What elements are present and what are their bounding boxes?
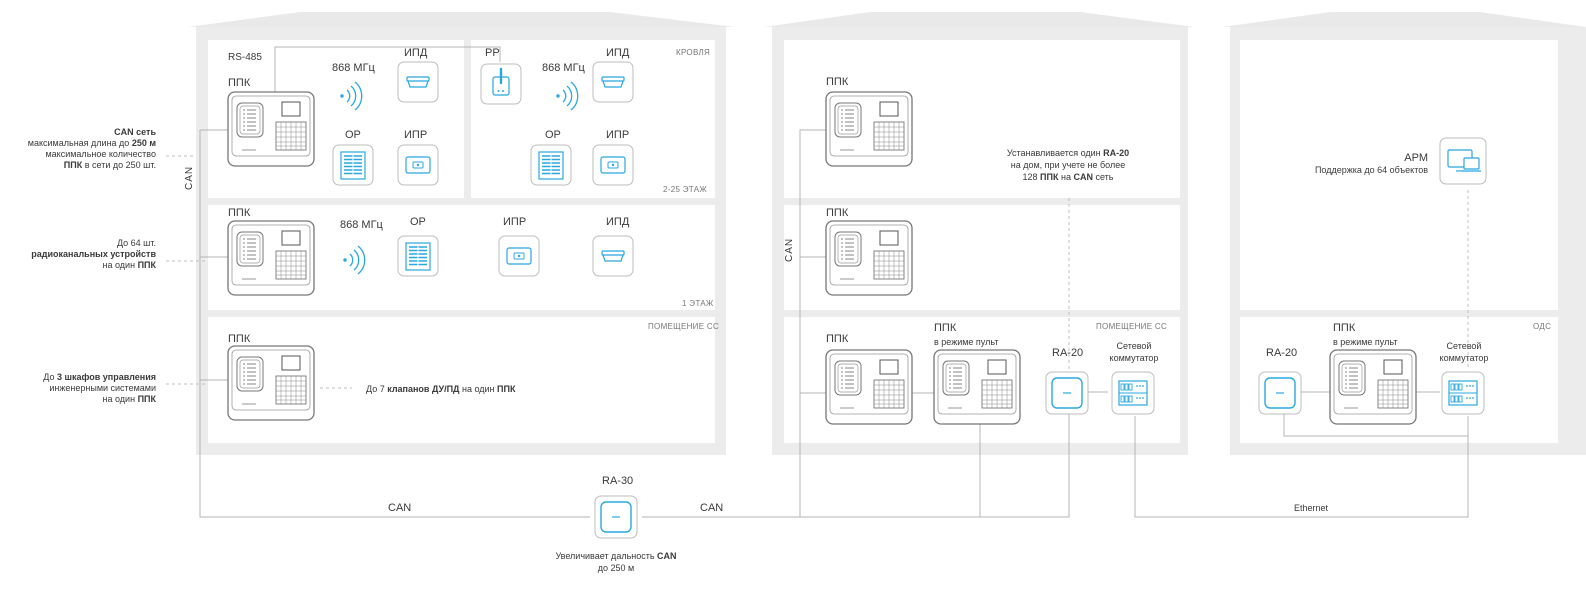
rr-icon — [480, 63, 522, 105]
freq-label: 868 МГц — [542, 62, 585, 74]
or-icon — [397, 235, 439, 277]
or-icon — [530, 144, 572, 186]
ppk-console-label: в режиме пульт — [934, 337, 999, 347]
ipd-label: ИПД — [606, 47, 630, 59]
can-vertical-label: CAN — [184, 165, 195, 190]
ppk-device-b2-top — [825, 91, 913, 167]
ipr-icon — [592, 144, 634, 186]
network-switch-b3 — [1441, 371, 1485, 415]
ipd-icon — [592, 61, 634, 103]
zone-room: ПОМЕЩЕНИЕ СС — [648, 322, 720, 331]
ra20-install-note: Устанавливается один RA-20 на дом, при у… — [1006, 148, 1130, 182]
apm-label: АРМ — [1404, 152, 1428, 164]
zone-floors: 2-25 ЭТАЖ — [663, 185, 708, 194]
or-label: ОР — [410, 216, 426, 228]
ppk-label: ППК — [228, 333, 251, 345]
zone-ods: ОДС — [1533, 322, 1552, 331]
ppk-label: ППК — [826, 333, 849, 345]
ra20-device-b2 — [1045, 371, 1089, 415]
ppk-device-room — [227, 345, 315, 421]
ppk-console-device-b3 — [1329, 349, 1417, 425]
zone-room: ПОМЕЩЕНИЕ СС — [1096, 322, 1168, 331]
ppk-device-b2-mid — [825, 220, 913, 296]
ipd-icon — [397, 61, 439, 103]
zone-floor1: 1 ЭТАЖ — [682, 299, 714, 308]
valves-note: До 7 клапанов ДУ/ПД на один ППК — [366, 384, 516, 394]
ppk-label: ППК — [228, 77, 251, 89]
ppk-label: ППК — [228, 207, 251, 219]
rs485-label: RS-485 — [228, 52, 262, 63]
ipr-icon — [498, 235, 540, 277]
ra30-note: Увеличивает дальность CAN до 250 м — [555, 551, 677, 573]
can-bus-label: CAN — [700, 502, 724, 514]
building-3 — [1222, 12, 1586, 455]
ethernet-label: Ethernet — [1294, 503, 1329, 513]
freq-label: 868 МГц — [340, 219, 383, 231]
dashed-leaders — [166, 155, 1469, 389]
ra20-label: RA-20 — [1266, 347, 1298, 359]
ra20-label: RA-20 — [1052, 347, 1084, 359]
ppk-device-floor1 — [227, 220, 315, 296]
can-network-annotation: CAN сеть максимальная длина до 250 м мак… — [27, 127, 156, 170]
ipr-icon — [397, 144, 439, 186]
ppk-label: ППК — [826, 76, 849, 88]
network-switch-b2 — [1111, 371, 1155, 415]
freq-label: 868 МГц — [332, 62, 375, 74]
wires — [199, 46, 1469, 518]
ipr-label: ИПР — [606, 129, 630, 141]
monitor-icon — [1439, 137, 1487, 185]
ra30-device — [594, 495, 638, 539]
ipd-label: ИПД — [404, 47, 428, 59]
ra30-label: RA-30 — [602, 475, 634, 487]
rr-label: РР — [485, 47, 500, 59]
ppk-console-device-b2 — [933, 349, 1021, 425]
can-vertical-label: CAN — [784, 237, 795, 262]
ppk-device-b2-room — [825, 349, 913, 425]
radio-devices-annotation: До 64 шт. радиоканальных устройств на од… — [31, 238, 156, 270]
zone-roof: КРОВЛЯ — [676, 48, 711, 57]
or-label: ОР — [545, 129, 561, 141]
or-icon — [332, 144, 374, 186]
cabinets-annotation: До 3 шкафов управления инженерными систе… — [43, 372, 156, 404]
can-bus-label: CAN — [388, 502, 412, 514]
ipd-icon — [592, 235, 634, 277]
or-label: ОР — [345, 129, 361, 141]
ra20-device-b3 — [1258, 371, 1302, 415]
apm-note: Поддержка до 64 объектов — [1314, 165, 1428, 175]
ppk-label: ППК — [1333, 322, 1356, 334]
ppk-label: ППК — [934, 322, 957, 334]
ppk-device-roof — [227, 91, 315, 167]
ppk-console-label: в режиме пульт — [1333, 337, 1398, 347]
ppk-label: ППК — [826, 207, 849, 219]
ipd-label: ИПД — [606, 216, 630, 228]
ipr-label: ИПР — [404, 129, 428, 141]
ipr-label: ИПР — [503, 216, 527, 228]
